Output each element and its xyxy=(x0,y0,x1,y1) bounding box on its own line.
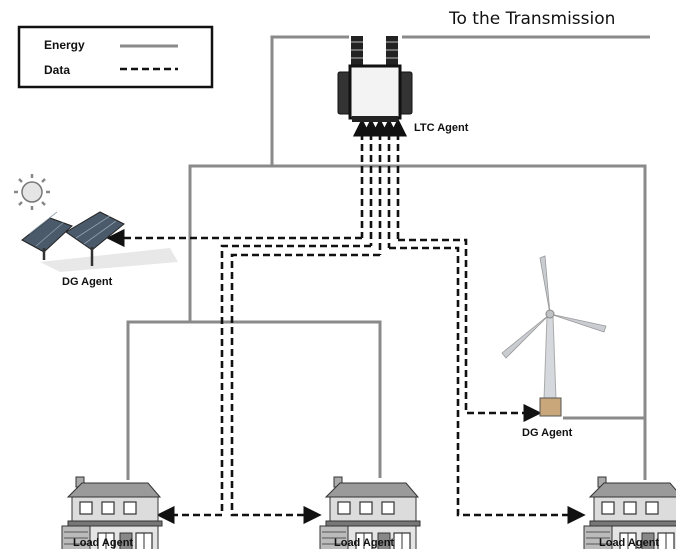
legend-box xyxy=(17,25,214,89)
data-link-load-center xyxy=(230,253,380,525)
legend-energy-label: Energy xyxy=(44,38,85,52)
solar-dg xyxy=(14,174,178,272)
wind-turbine-icon xyxy=(501,255,607,417)
transmission-title: To the Transmission xyxy=(448,9,615,29)
legend-data-label: Data xyxy=(44,63,70,77)
ltc-transformer xyxy=(337,36,413,122)
load-left-agent-label: Load Agent xyxy=(73,537,133,549)
load-center-agent-label: Load Agent xyxy=(334,537,394,549)
dg-wind-agent-label: DG Agent xyxy=(522,427,573,439)
solar-panel-icon xyxy=(21,211,125,266)
sun-icon xyxy=(14,174,50,210)
load-right-agent-label: Load Agent xyxy=(599,537,659,549)
data-link-load-left xyxy=(156,244,371,525)
transformer-tank xyxy=(348,64,402,120)
transformer-bushings xyxy=(351,36,398,70)
dg-solar-agent-label: DG Agent xyxy=(62,276,113,288)
legend: Energy Data xyxy=(17,25,214,89)
energy-bus-main xyxy=(188,164,647,480)
data-link-dg-wind xyxy=(398,238,542,423)
energy-network xyxy=(126,35,650,480)
energy-line-transmission-left xyxy=(270,35,349,165)
data-link-load-right xyxy=(389,246,586,525)
data-network xyxy=(106,118,586,525)
panel-shadow xyxy=(40,248,178,272)
turbine-base xyxy=(539,397,562,417)
energy-feeder-loads xyxy=(126,320,382,480)
ltc-agent-label: LTC Agent xyxy=(414,122,469,134)
